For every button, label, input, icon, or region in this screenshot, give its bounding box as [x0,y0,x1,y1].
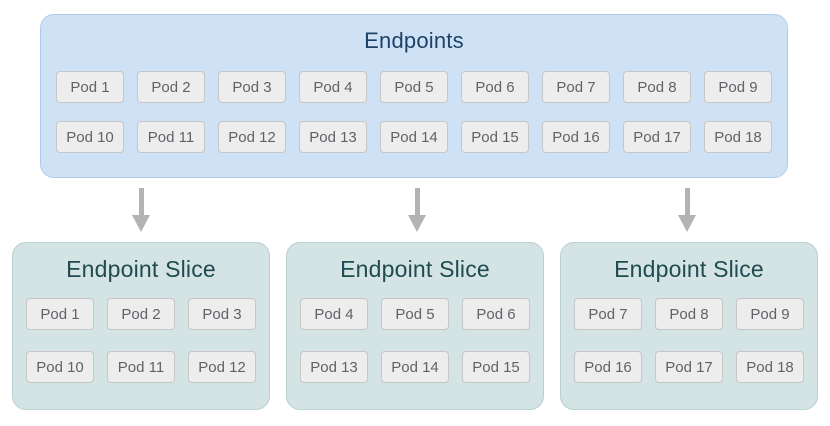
pod-box: Pod 16 [574,351,642,383]
arrow-stem [684,188,690,215]
slice-3-pod-row-1: Pod 7 Pod 8 Pod 9 [561,298,817,330]
pod-box: Pod 1 [26,298,94,330]
pod-box: Pod 17 [623,121,691,153]
endpoint-slice-box-3: Endpoint Slice Pod 7 Pod 8 Pod 9 Pod 16 … [560,242,818,410]
pod-box: Pod 8 [623,71,691,103]
pod-box: Pod 1 [56,71,124,103]
pod-box: Pod 4 [300,298,368,330]
arrow-stem [414,188,420,215]
pod-box: Pod 2 [137,71,205,103]
endpoint-slice-box-2: Endpoint Slice Pod 4 Pod 5 Pod 6 Pod 13 … [286,242,544,410]
pod-box: Pod 5 [380,71,448,103]
arrow-stem [138,188,144,215]
endpoint-slice-title: Endpoint Slice [340,256,490,282]
slice-2-pod-row-1: Pod 4 Pod 5 Pod 6 [287,298,543,330]
slice-1-pod-row-2: Pod 10 Pod 11 Pod 12 [13,351,269,383]
pod-box: Pod 11 [137,121,205,153]
pod-box: Pod 13 [300,351,368,383]
slice-2-pod-row-2: Pod 13 Pod 14 Pod 15 [287,351,543,383]
pod-box: Pod 15 [461,121,529,153]
down-arrow-icon [678,188,696,232]
pod-box: Pod 5 [381,298,449,330]
pod-box: Pod 8 [655,298,723,330]
slice-1-pod-row-1: Pod 1 Pod 2 Pod 3 [13,298,269,330]
pod-box: Pod 9 [736,298,804,330]
arrow-head [678,215,696,232]
pod-box: Pod 4 [299,71,367,103]
pod-box: Pod 12 [188,351,256,383]
endpoint-slice-box-1: Endpoint Slice Pod 1 Pod 2 Pod 3 Pod 10 … [12,242,270,410]
pod-box: Pod 16 [542,121,610,153]
slice-3-pod-row-2: Pod 16 Pod 17 Pod 18 [561,351,817,383]
down-arrow-icon [132,188,150,232]
pod-box: Pod 14 [380,121,448,153]
arrow-head [132,215,150,232]
pod-box: Pod 7 [574,298,642,330]
pod-box: Pod 3 [188,298,256,330]
endpoints-pod-row-2: Pod 10 Pod 11 Pod 12 Pod 13 Pod 14 Pod 1… [41,121,787,153]
pod-box: Pod 7 [542,71,610,103]
pod-box: Pod 17 [655,351,723,383]
pod-box: Pod 15 [462,351,530,383]
endpoint-slice-title: Endpoint Slice [66,256,216,282]
endpoint-slice-title: Endpoint Slice [614,256,764,282]
pod-box: Pod 9 [704,71,772,103]
pod-box: Pod 6 [462,298,530,330]
pod-box: Pod 2 [107,298,175,330]
pod-box: Pod 12 [218,121,286,153]
pod-box: Pod 3 [218,71,286,103]
pod-box: Pod 6 [461,71,529,103]
pod-box: Pod 18 [736,351,804,383]
pod-box: Pod 13 [299,121,367,153]
endpoints-pod-row-1: Pod 1 Pod 2 Pod 3 Pod 4 Pod 5 Pod 6 Pod … [41,71,787,103]
pod-box: Pod 10 [26,351,94,383]
pod-box: Pod 10 [56,121,124,153]
down-arrow-icon [408,188,426,232]
endpoints-box: Endpoints Pod 1 Pod 2 Pod 3 Pod 4 Pod 5 … [40,14,788,178]
pod-box: Pod 14 [381,351,449,383]
arrow-head [408,215,426,232]
pod-box: Pod 11 [107,351,175,383]
endpoints-title: Endpoints [364,28,464,53]
pod-box: Pod 18 [704,121,772,153]
